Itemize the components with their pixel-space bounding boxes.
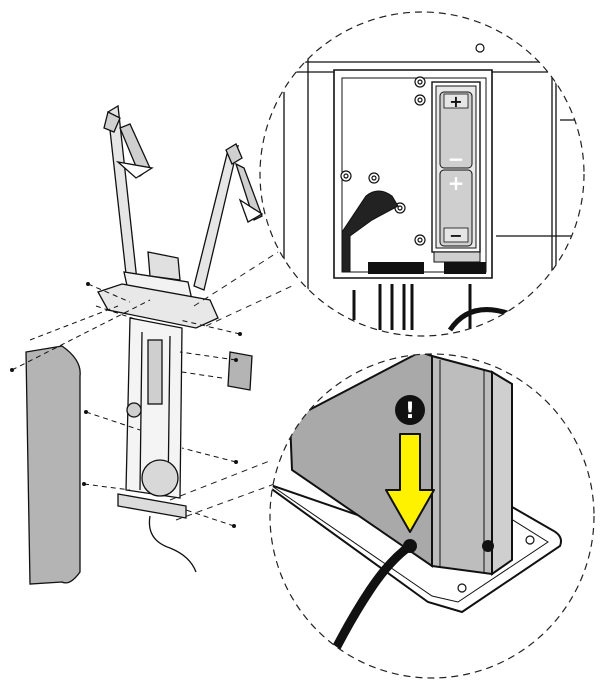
battery-mid-positive-label: + [448, 171, 465, 195]
machine-exploded-view [25, 104, 264, 585]
warning-mark: ! [405, 399, 415, 424]
connector-block [352, 262, 511, 332]
exclamation-icon: ! [395, 395, 425, 425]
left-pulley-arm [103, 104, 154, 293]
down-arrow-icon [385, 433, 435, 533]
rear-cover-plate [227, 351, 253, 391]
detail-leader-lines [169, 251, 293, 521]
housing-screws [340, 43, 485, 246]
battery-mid-negative-label: − [448, 147, 465, 171]
right-pulley-arm [193, 143, 264, 291]
main-column [117, 317, 197, 573]
battery-detail-circle: + − + − [259, 11, 585, 337]
battery-bottom-terminal-label: − [449, 226, 462, 245]
side-shroud-panel [25, 345, 81, 585]
screw-dots [10, 282, 242, 528]
battery-icon: + − + − [431, 81, 481, 263]
cable-clip [341, 190, 399, 273]
seat-assembly [97, 251, 219, 329]
exploded-fastener-lines [11, 283, 241, 527]
battery-top-terminal-label: + [449, 92, 462, 111]
cable-detail-circle [269, 353, 595, 679]
